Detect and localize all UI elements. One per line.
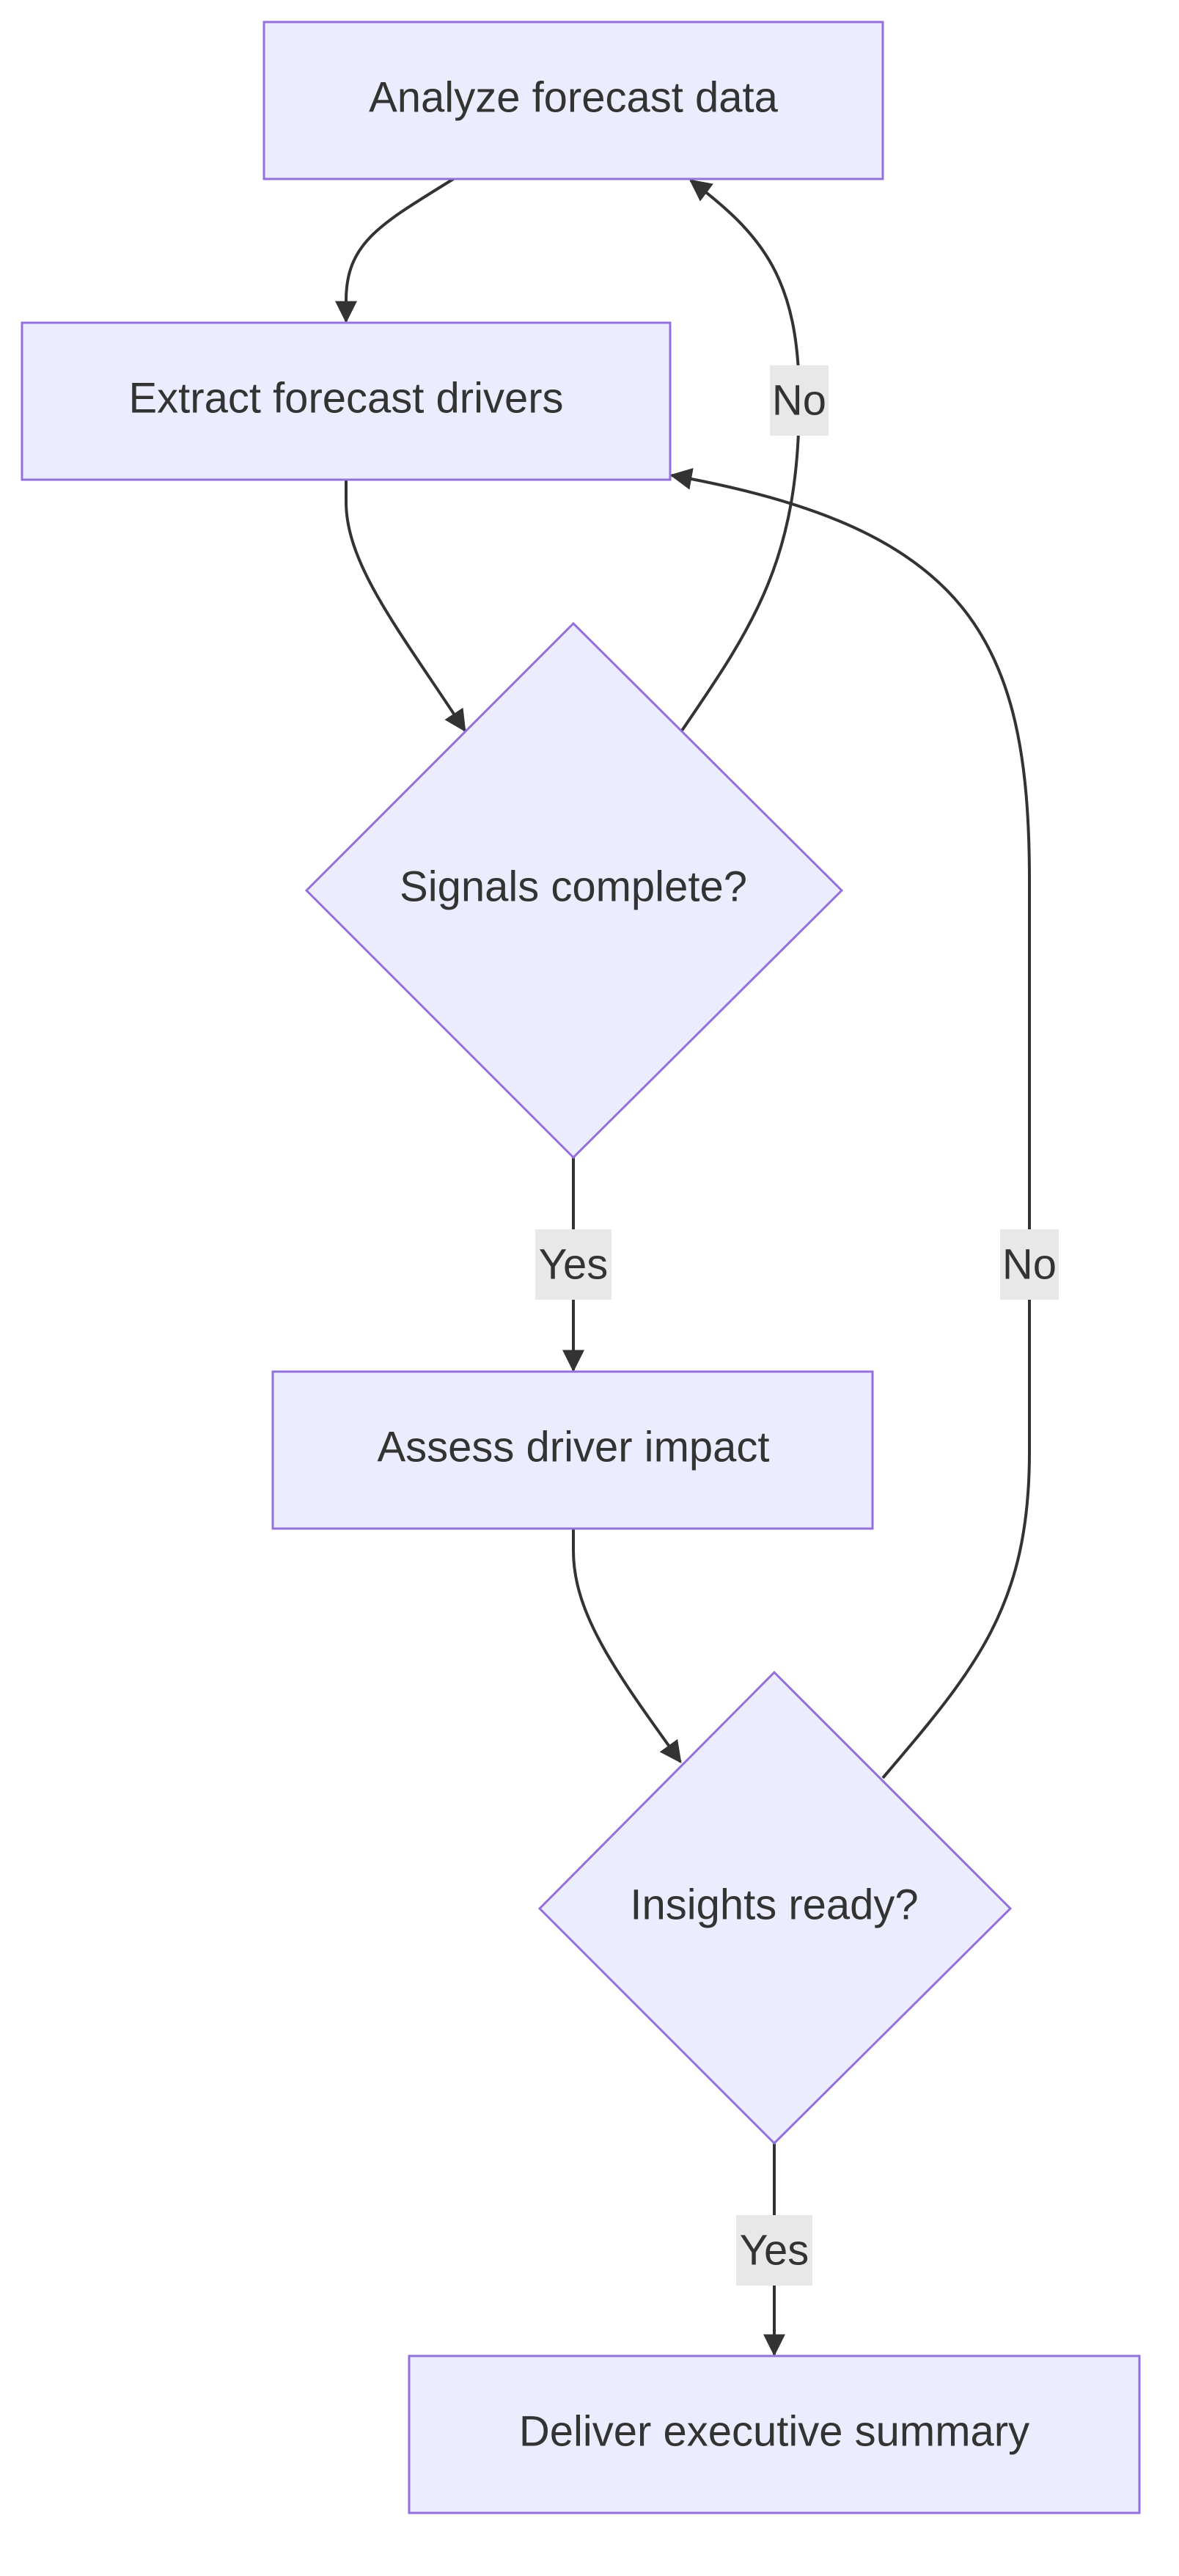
edge-labels: No Yes No Yes [535, 365, 1059, 2286]
edge-assess-to-insights [572, 1529, 682, 1764]
node-label: Signals complete? [400, 863, 747, 911]
node-label: Assess driver impact [377, 1424, 769, 1471]
edge-label-text: Yes [740, 2227, 809, 2275]
edge-label-text: No [772, 377, 826, 425]
node-analyze-forecast-data[interactable]: Analyze forecast data [262, 21, 884, 180]
node-insights-ready-decision[interactable]: Insights ready? [537, 1670, 1013, 2145]
node-assess-driver-impact[interactable]: Assess driver impact [271, 1370, 874, 1530]
node-extract-forecast-drivers[interactable]: Extract forecast drivers [21, 321, 672, 481]
edge-analyze-to-extract [335, 177, 456, 323]
node-label: Analyze forecast data [369, 74, 779, 122]
edge-signals-to-analyze [680, 179, 801, 732]
edge-label-insights-no: No [1000, 1229, 1059, 1300]
edge-label-insights-yes: Yes [736, 2215, 812, 2286]
edge-label-text: Yes [539, 1241, 609, 1289]
node-deliver-executive-summary[interactable]: Deliver executive summary [408, 2354, 1141, 2514]
edge-insights-to-extract [669, 468, 1031, 1779]
nodes: Analyze forecast data Extract forecast d… [21, 21, 1141, 2514]
node-label: Insights ready? [630, 1881, 918, 1929]
node-label: Deliver executive summary [519, 2408, 1029, 2456]
node-label: Extract forecast drivers [128, 375, 563, 422]
edge-label-text: No [1002, 1241, 1057, 1289]
edge-extract-to-signals [345, 480, 466, 733]
edge-label-signals-yes: Yes [535, 1229, 611, 1300]
edge-label-signals-no: No [770, 365, 829, 436]
node-signals-complete-decision[interactable]: Signals complete? [304, 621, 844, 1160]
